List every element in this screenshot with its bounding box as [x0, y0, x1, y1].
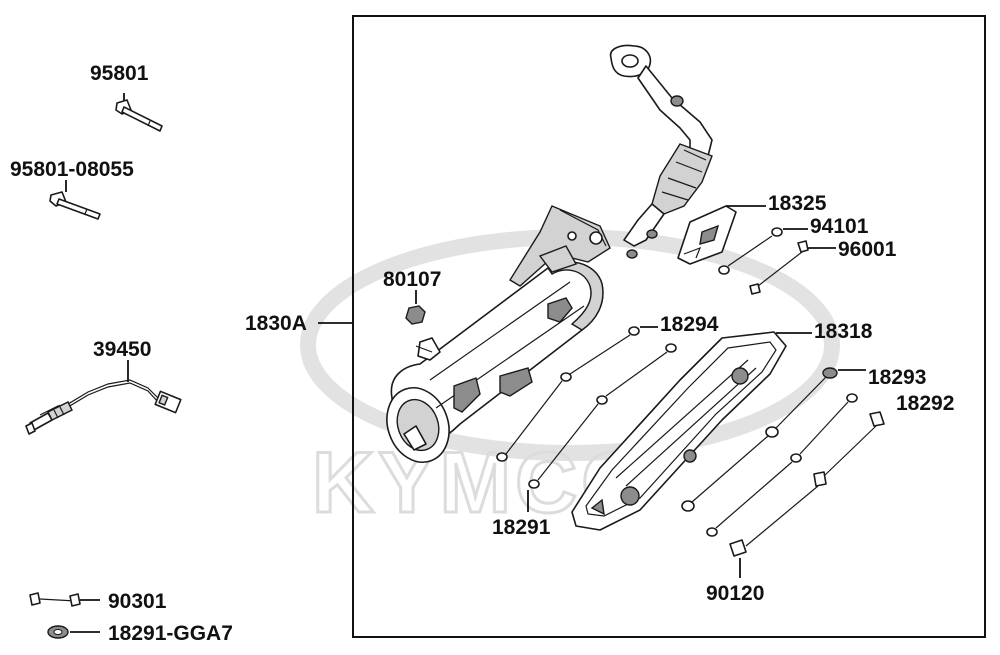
legend-washer-icon — [47, 625, 100, 639]
heat-shield-18318[interactable] — [571, 331, 787, 531]
label-18325: 18325 — [768, 192, 827, 215]
washer-chain-18294[interactable] — [496, 326, 640, 462]
assembly-frame — [352, 15, 986, 638]
washer-94101[interactable] — [718, 227, 783, 275]
label-1830A: 1830A — [245, 312, 307, 335]
legend-label-90301: 90301 — [108, 590, 167, 613]
oxygen-sensor-39450[interactable] — [25, 360, 182, 435]
label-90120: 90120 — [706, 582, 764, 605]
label-18318: 18318 — [814, 320, 873, 343]
bolt-95801-08055[interactable] — [49, 180, 101, 220]
label-39450: 39450 — [93, 338, 151, 361]
bolt-chain-90120[interactable] — [729, 411, 885, 557]
label-95801-08055: 95801-08055 — [10, 158, 134, 181]
washer-chain-18291[interactable] — [528, 343, 677, 489]
heat-shield-18325[interactable] — [677, 205, 737, 265]
label-80107: 80107 — [383, 268, 441, 291]
label-95801: 95801 — [90, 62, 149, 85]
washer-chain-18292[interactable] — [706, 393, 858, 537]
legend-label-18291-gga7: 18291-GGA7 — [108, 622, 233, 645]
label-94101: 94101 — [810, 215, 869, 238]
muffler-body[interactable] — [377, 205, 611, 471]
washer-chain-18293[interactable] — [681, 367, 838, 512]
label-18292: 18292 — [896, 392, 954, 415]
label-96001: 96001 — [838, 238, 897, 261]
label-18294: 18294 — [660, 313, 719, 336]
label-18291: 18291 — [492, 516, 551, 539]
bolt-95801[interactable] — [115, 93, 163, 132]
bolt-96001[interactable] — [749, 240, 809, 295]
nut-80107[interactable] — [405, 290, 426, 325]
legend-bolt-icon — [29, 592, 100, 607]
exhaust-pipe[interactable] — [609, 44, 713, 259]
label-18293: 18293 — [868, 366, 926, 389]
